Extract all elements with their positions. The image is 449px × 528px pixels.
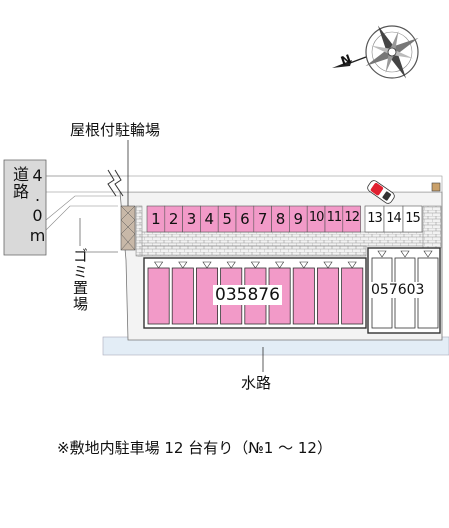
extra-space-number: 13 xyxy=(367,211,383,226)
extra-spaces-group xyxy=(364,205,423,233)
waterway-label: 水路 xyxy=(241,374,272,392)
parking-space-number: 10 xyxy=(308,210,325,225)
brick-wall-right xyxy=(422,205,442,249)
parking-space-number: 7 xyxy=(257,210,268,228)
parking-space-number: 11 xyxy=(326,210,343,225)
building-a-unit xyxy=(292,267,315,325)
garbage-label: ゴミ置場 xyxy=(71,248,89,312)
parking-space-number: 12 xyxy=(344,210,360,225)
utility-pole-icon xyxy=(431,182,441,192)
north-arrow xyxy=(332,60,352,68)
parking-space-number: 6 xyxy=(240,210,250,228)
brick-wall-mid xyxy=(137,245,367,257)
parking-space-number: 1 xyxy=(151,210,161,228)
brick-wall-upper xyxy=(137,231,439,247)
break-mark-2 xyxy=(114,169,124,197)
entrance-mark xyxy=(250,261,260,269)
parking-space-number: 4 xyxy=(204,210,215,228)
entrance-mark xyxy=(226,261,236,269)
building-a-units xyxy=(147,261,364,325)
car-icon xyxy=(367,180,395,204)
building-a-label: 035876 xyxy=(213,285,282,305)
bike-shelter-x xyxy=(120,205,136,251)
road-edge-diagonal-2 xyxy=(45,205,118,231)
entrance-mark xyxy=(377,250,387,258)
entrance-mark xyxy=(202,261,212,269)
side-road xyxy=(3,159,47,256)
building-a-unit xyxy=(147,267,170,325)
parking-note: ※敷地内駐車場 12 台有り（№1 ～ 12） xyxy=(57,439,332,457)
parking-space-number: 5 xyxy=(222,210,232,228)
entrance-mark xyxy=(275,261,285,269)
entrance-mark xyxy=(299,261,309,269)
building-a-unit xyxy=(316,267,339,325)
entrance-mark xyxy=(323,261,333,269)
entrance-mark xyxy=(178,261,188,269)
road-edge-diagonal xyxy=(45,195,120,221)
parking-spaces-group xyxy=(146,205,361,233)
building-a-unit xyxy=(171,267,194,325)
bike-shelter-label: 屋根付駐輪場 xyxy=(70,121,161,139)
parking-space-number: 2 xyxy=(168,210,179,228)
building-a-unit xyxy=(341,267,364,325)
extra-space-15 xyxy=(402,205,423,233)
parking-space-number: 9 xyxy=(293,210,304,228)
bike-shelter-box xyxy=(120,205,136,251)
road-width-label: 4.0m道路 xyxy=(10,166,47,246)
entrance-mark xyxy=(347,261,357,269)
north-arrow-shaft xyxy=(349,56,367,64)
break-mark xyxy=(107,169,117,197)
entrance-mark xyxy=(423,250,433,258)
building-b-units xyxy=(371,250,439,329)
extra-space-number: 14 xyxy=(386,211,402,226)
parking-space-12 xyxy=(342,205,361,233)
compass-icon xyxy=(365,25,419,79)
entrance-mark xyxy=(154,261,164,269)
parking-space-number: 3 xyxy=(186,210,197,228)
parking-space-number: 8 xyxy=(275,210,286,228)
entrance-mark xyxy=(400,250,410,258)
brick-wall-left xyxy=(135,205,143,257)
building-b-label: 057603 xyxy=(371,282,425,298)
extra-space-number: 15 xyxy=(405,211,421,226)
